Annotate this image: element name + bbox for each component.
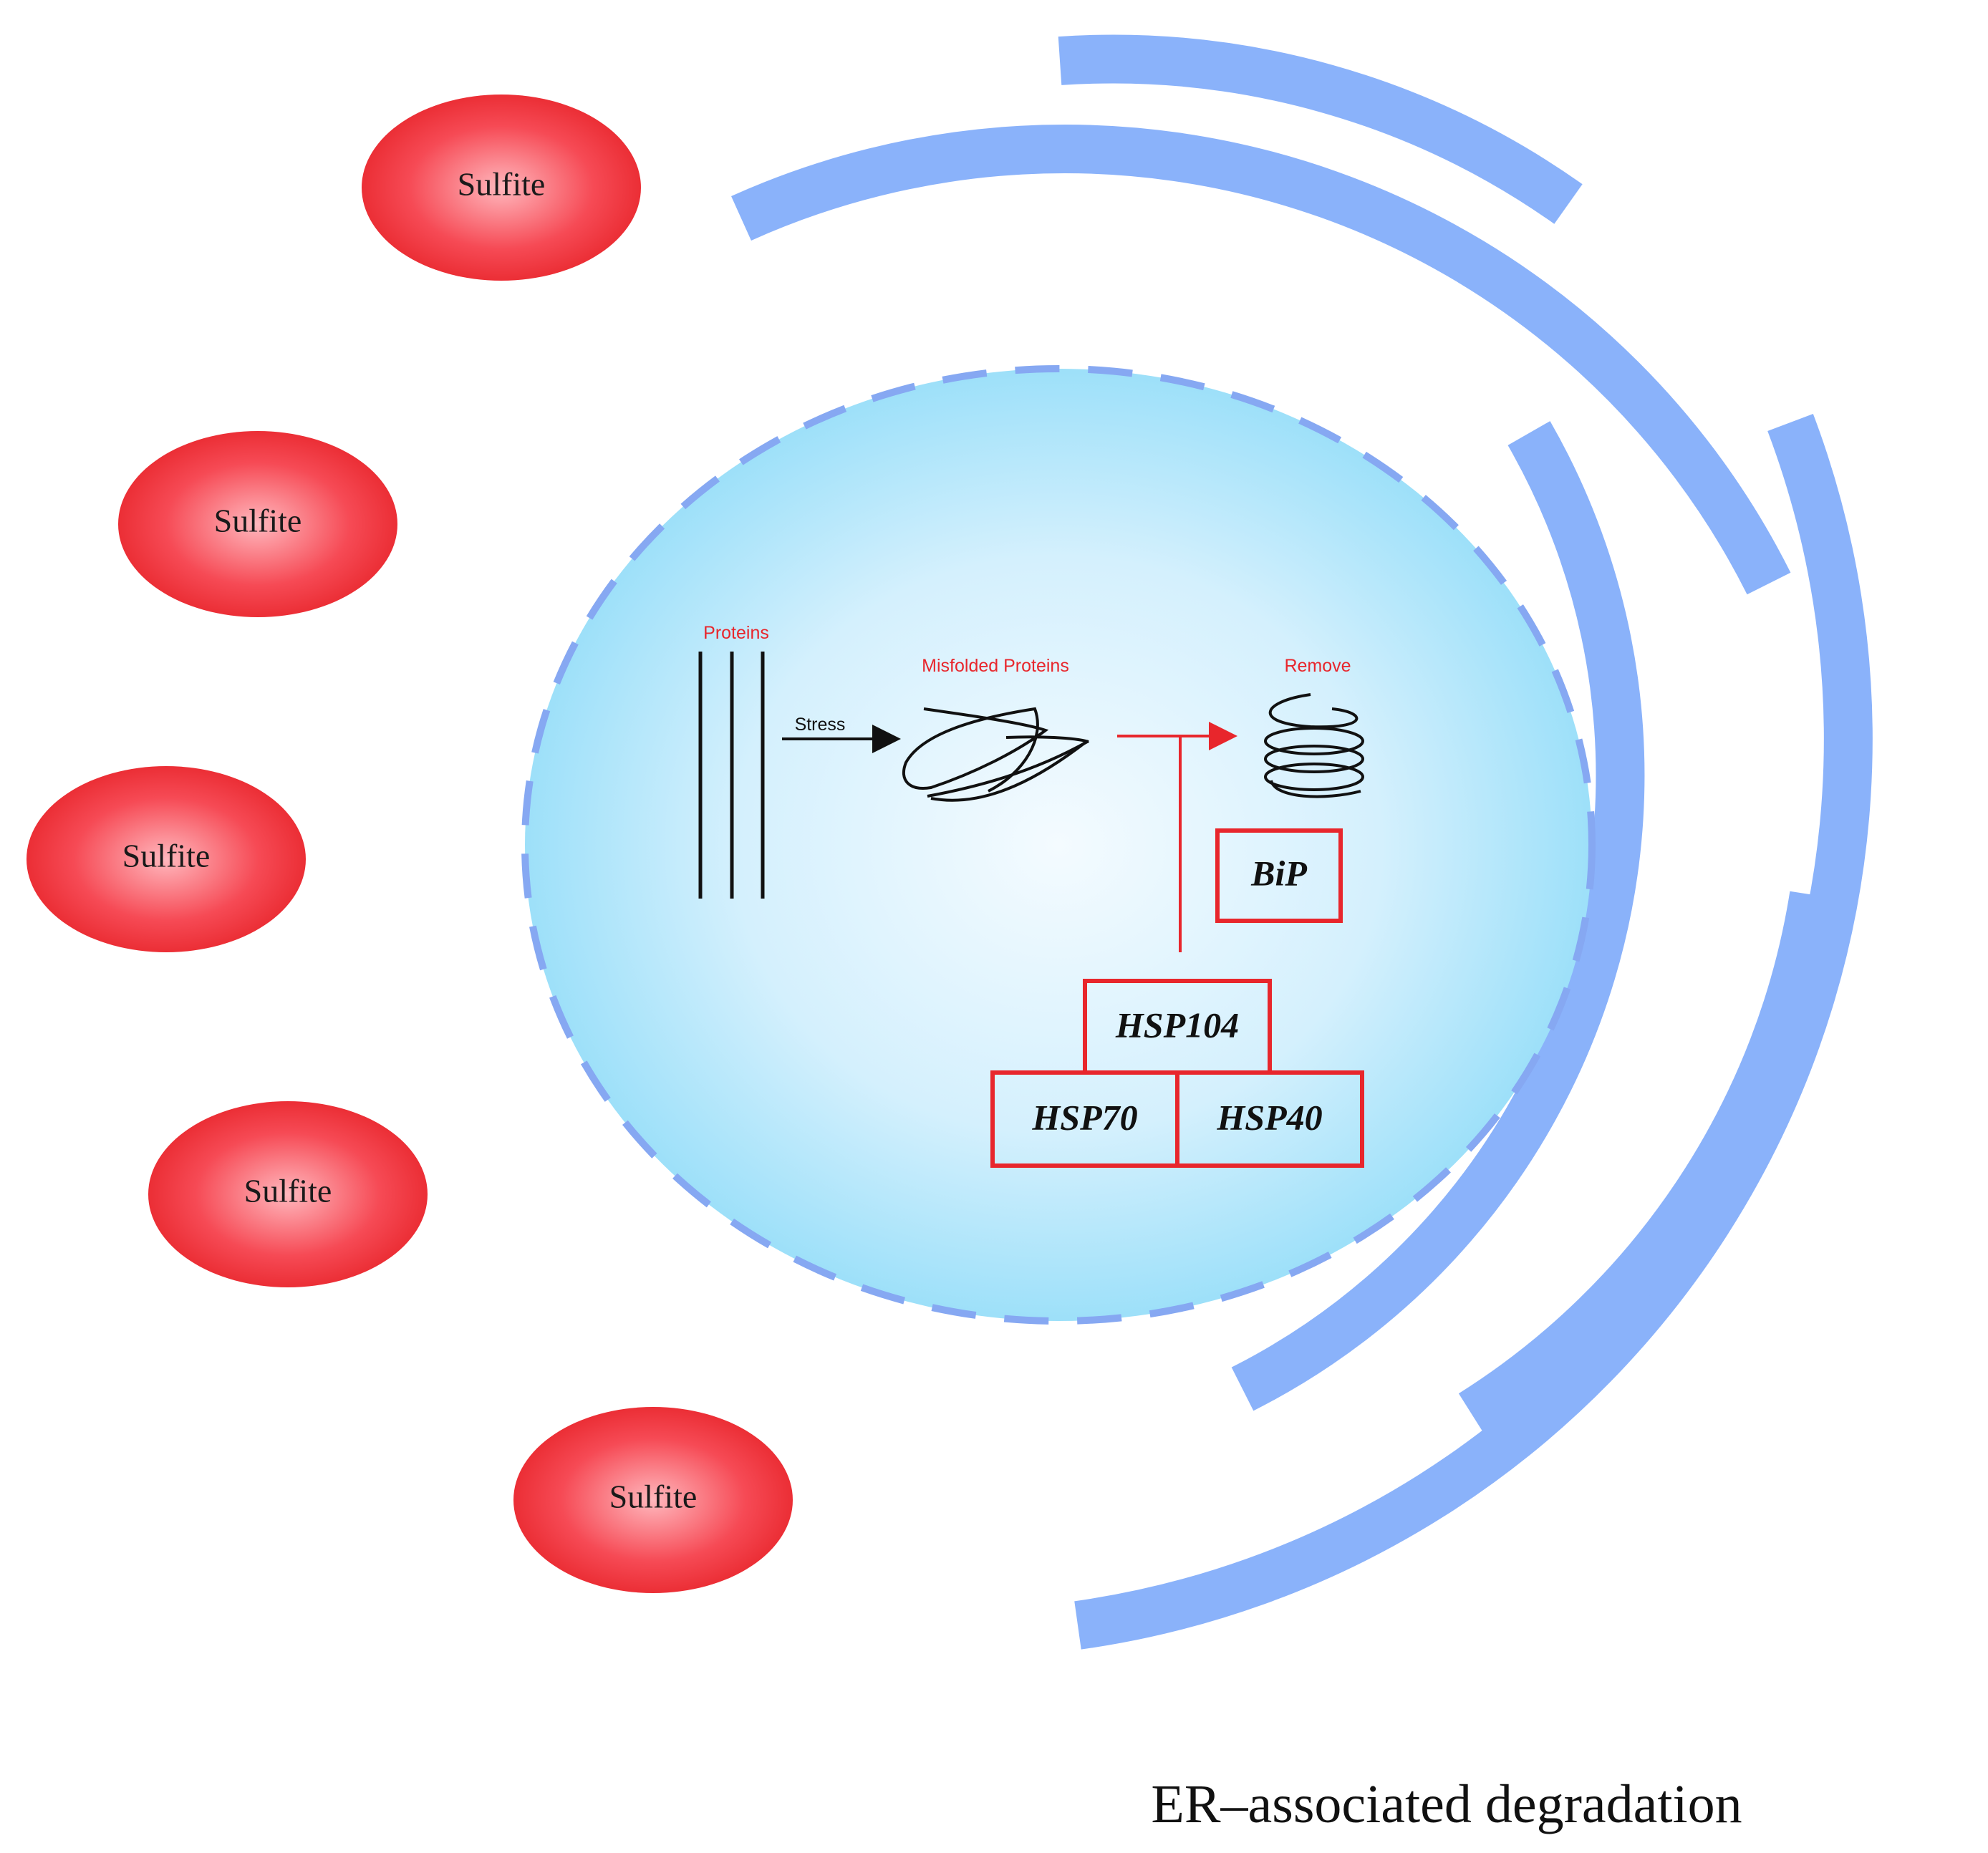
sulfite-4: Sulfite	[148, 1101, 428, 1287]
bip-label: BiP	[1250, 853, 1307, 893]
coil-protein-icon	[1264, 693, 1364, 798]
bip-pathway-connector	[1117, 722, 1237, 952]
stress-label: Stress	[795, 715, 846, 735]
sulfite-molecules: Sulfite Sulfite Sulfite Sulfite Sulfite	[26, 95, 793, 1593]
nucleus	[521, 365, 1596, 1325]
sulfite-label: Sulfite	[214, 503, 302, 539]
hsp104-box: HSP104	[1083, 979, 1272, 1075]
diagram-caption: ER–associated degradation	[1151, 1774, 1742, 1834]
hsp70-label: HSP70	[1031, 1097, 1137, 1137]
sulfite-3: Sulfite	[26, 766, 306, 952]
misfolded-label: Misfolded Proteins	[922, 656, 1069, 676]
misfolded-protein-icon	[902, 707, 1089, 802]
er-membrane	[731, 34, 1873, 1650]
bip-box: BiP	[1215, 828, 1343, 923]
er-arc-2	[731, 125, 1791, 595]
hsp40-box: HSP40	[1175, 1070, 1364, 1168]
er-arc-5	[1458, 891, 1838, 1435]
sulfite-label: Sulfite	[458, 166, 546, 203]
sulfite-label: Sulfite	[609, 1479, 698, 1515]
hsp104-label: HSP104	[1115, 1005, 1239, 1045]
er-arc-3	[1231, 421, 1645, 1411]
sulfite-2: Sulfite	[118, 431, 397, 617]
sulfite-5: Sulfite	[513, 1407, 793, 1593]
proteins-label: Proteins	[703, 623, 769, 643]
proteins-icon	[698, 652, 765, 899]
sulfite-label: Sulfite	[122, 838, 211, 874]
sulfite-1: Sulfite	[362, 95, 641, 281]
er-arc-1	[1058, 34, 1583, 224]
sulfite-label: Sulfite	[244, 1173, 332, 1209]
hsp40-label: HSP40	[1216, 1097, 1322, 1137]
remove-label: Remove	[1284, 656, 1351, 676]
